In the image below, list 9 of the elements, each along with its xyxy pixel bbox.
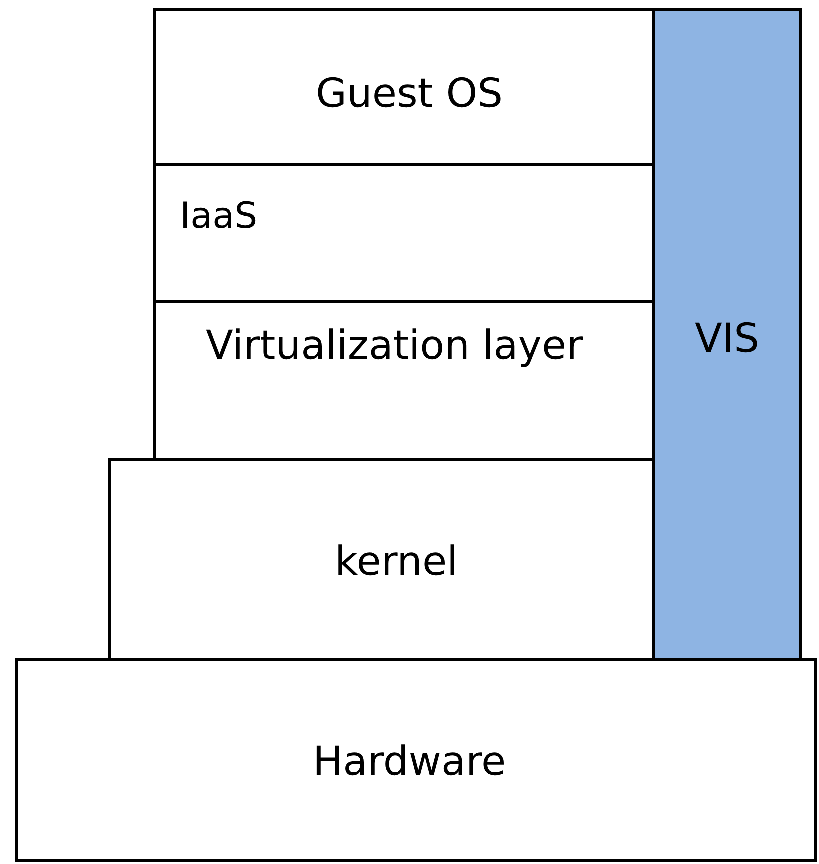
layer-label: VIS bbox=[695, 316, 760, 362]
layer-label: IaaS bbox=[180, 196, 258, 237]
layer-label: Virtualization layer bbox=[206, 323, 584, 369]
layer-box bbox=[15, 658, 817, 862]
side-bar bbox=[652, 8, 802, 661]
layer-box bbox=[153, 8, 655, 166]
layer-label: Hardware bbox=[313, 739, 506, 785]
layer-label: Guest OS bbox=[316, 71, 504, 117]
layer-label: kernel bbox=[335, 539, 458, 585]
